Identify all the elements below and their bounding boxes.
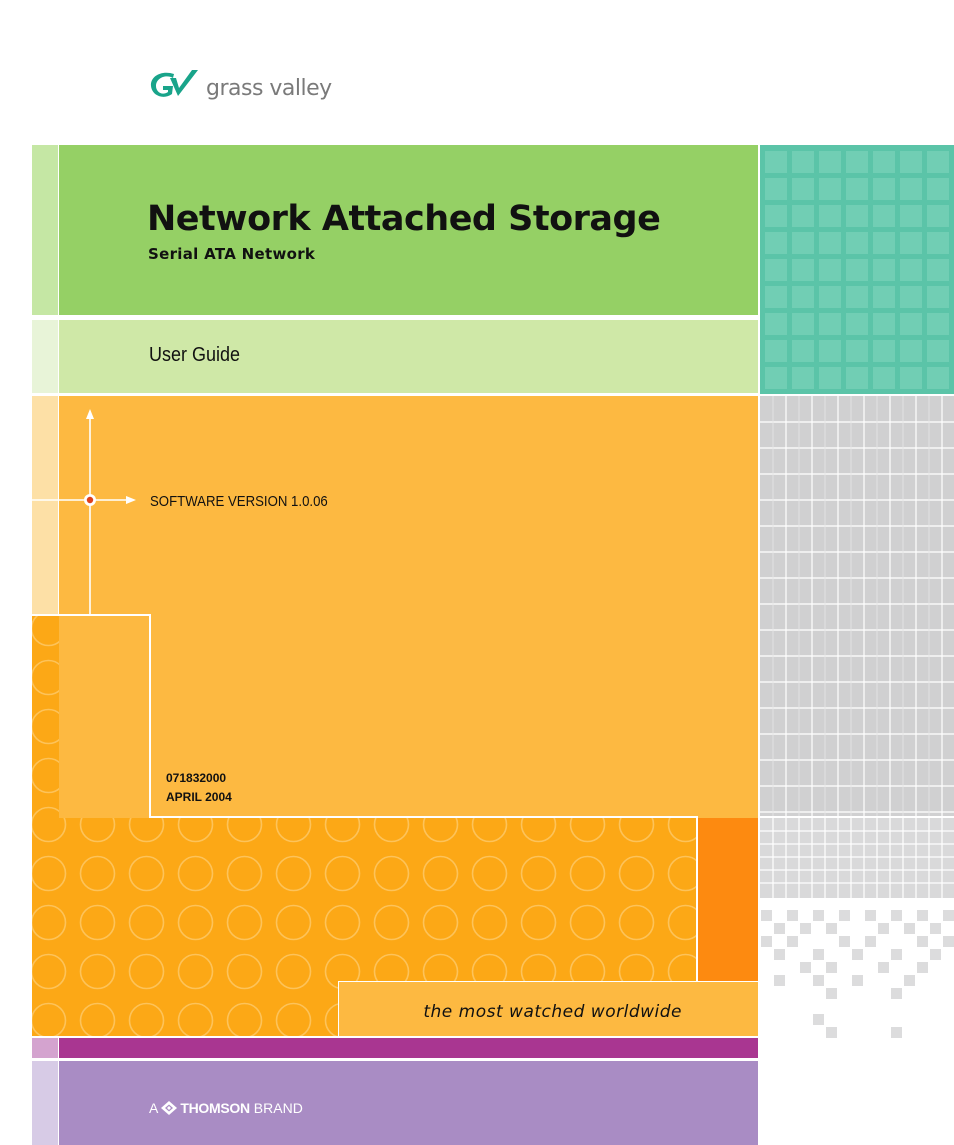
teal-grid-cell <box>927 232 949 254</box>
thomson-brand-line: A THOMSON BRAND <box>149 1100 303 1116</box>
teal-grid-cell <box>900 367 922 389</box>
document-title: Network Attached Storage <box>147 199 661 239</box>
teal-grid-cell <box>846 367 868 389</box>
document-date: APRIL 2004 <box>166 790 232 804</box>
left-strip-light-orange <box>32 396 58 614</box>
left-strip-green <box>32 145 58 315</box>
teal-grid-cell <box>900 178 922 200</box>
left-strip-magenta <box>32 1038 58 1058</box>
title-band: Network Attached Storage Serial ATA Netw… <box>59 145 758 315</box>
teal-grid-cell <box>792 232 814 254</box>
teal-grid-cell <box>846 232 868 254</box>
teal-grid-cell <box>873 232 895 254</box>
teal-grid-cell <box>792 313 814 335</box>
grass-valley-wordmark: grass valley <box>206 76 332 101</box>
teal-grid-cell <box>819 313 841 335</box>
teal-grid-cell <box>765 367 787 389</box>
teal-grid-cell <box>873 367 895 389</box>
teal-grid-cell <box>873 259 895 281</box>
teal-grid-cell <box>846 205 868 227</box>
left-strip-purple <box>32 1061 58 1145</box>
teal-grid-cell <box>846 313 868 335</box>
software-version: SOFTWARE VERSION 1.0.06 <box>150 493 328 510</box>
gray-pixel-dissolve <box>760 818 954 1038</box>
purple-band: A THOMSON BRAND <box>59 1061 758 1145</box>
teal-grid-cell <box>873 151 895 173</box>
guide-type-label: User Guide <box>149 344 241 366</box>
teal-grid-cell <box>819 232 841 254</box>
teal-grid-cell <box>900 259 922 281</box>
teal-grid-cell <box>927 313 949 335</box>
teal-grid-cell <box>927 340 949 362</box>
teal-grid-cell <box>792 205 814 227</box>
orange-left-extension <box>59 396 150 614</box>
teal-grid-cell <box>900 151 922 173</box>
teal-grid-cell <box>765 313 787 335</box>
teal-grid-cell <box>927 367 949 389</box>
tagline-box: the most watched worldwide <box>339 982 758 1036</box>
teal-grid-cell <box>927 178 949 200</box>
teal-grid-cell <box>927 205 949 227</box>
teal-grid-cell <box>819 367 841 389</box>
teal-grid-cell <box>792 367 814 389</box>
brand-name: THOMSON <box>180 1100 250 1116</box>
teal-grid-decoration <box>760 145 954 394</box>
teal-grid-cell <box>765 178 787 200</box>
teal-grid-cell <box>819 259 841 281</box>
teal-grid-cell <box>927 286 949 308</box>
teal-grid-cell <box>873 340 895 362</box>
teal-grid-cell <box>765 151 787 173</box>
grass-valley-logo: grass valley <box>148 66 348 106</box>
teal-grid-cell <box>765 340 787 362</box>
teal-grid-cell <box>900 232 922 254</box>
grass-valley-logo-icon <box>150 70 198 97</box>
teal-grid-cell <box>900 205 922 227</box>
teal-grid-cell <box>819 178 841 200</box>
teal-grid-cell <box>873 313 895 335</box>
crosshair-target-icon <box>30 409 136 615</box>
teal-grid-cell <box>792 259 814 281</box>
orange-main-panel <box>59 396 758 818</box>
left-strip-light-green <box>32 320 58 393</box>
teal-grid-cell <box>792 151 814 173</box>
teal-grid-cell <box>846 178 868 200</box>
brand-prefix: A <box>149 1100 159 1116</box>
teal-grid-cell <box>900 340 922 362</box>
teal-grid-cell <box>765 232 787 254</box>
teal-grid-cell <box>819 340 841 362</box>
document-number: 071832000 <box>166 771 227 785</box>
magenta-band <box>59 1038 758 1058</box>
teal-grid-cell <box>846 259 868 281</box>
teal-grid-cell <box>873 205 895 227</box>
teal-grid-cell <box>765 286 787 308</box>
teal-grid-cell <box>927 151 949 173</box>
teal-grid-cell <box>819 205 841 227</box>
teal-grid-cell <box>846 151 868 173</box>
deep-orange-block <box>698 818 758 981</box>
gray-grid-decoration <box>760 396 954 816</box>
teal-grid-cell <box>765 259 787 281</box>
thomson-logo-icon <box>161 1101 178 1115</box>
teal-grid-cell <box>792 286 814 308</box>
document-subtitle: Serial ATA Network <box>148 245 316 263</box>
teal-grid-cell <box>819 151 841 173</box>
teal-grid-cell <box>765 205 787 227</box>
teal-grid-cell <box>873 178 895 200</box>
guide-band: User Guide <box>59 320 758 393</box>
teal-grid-cell <box>873 286 895 308</box>
teal-grid-cell <box>846 286 868 308</box>
brand-suffix: BRAND <box>253 1100 303 1116</box>
teal-grid-cell <box>900 313 922 335</box>
teal-grid-cell <box>900 286 922 308</box>
tagline: the most watched worldwide <box>423 1002 682 1022</box>
teal-grid-cell <box>927 259 949 281</box>
teal-grid-cell <box>819 286 841 308</box>
teal-grid-cell <box>792 340 814 362</box>
teal-grid-cell <box>792 178 814 200</box>
teal-grid-cell <box>846 340 868 362</box>
